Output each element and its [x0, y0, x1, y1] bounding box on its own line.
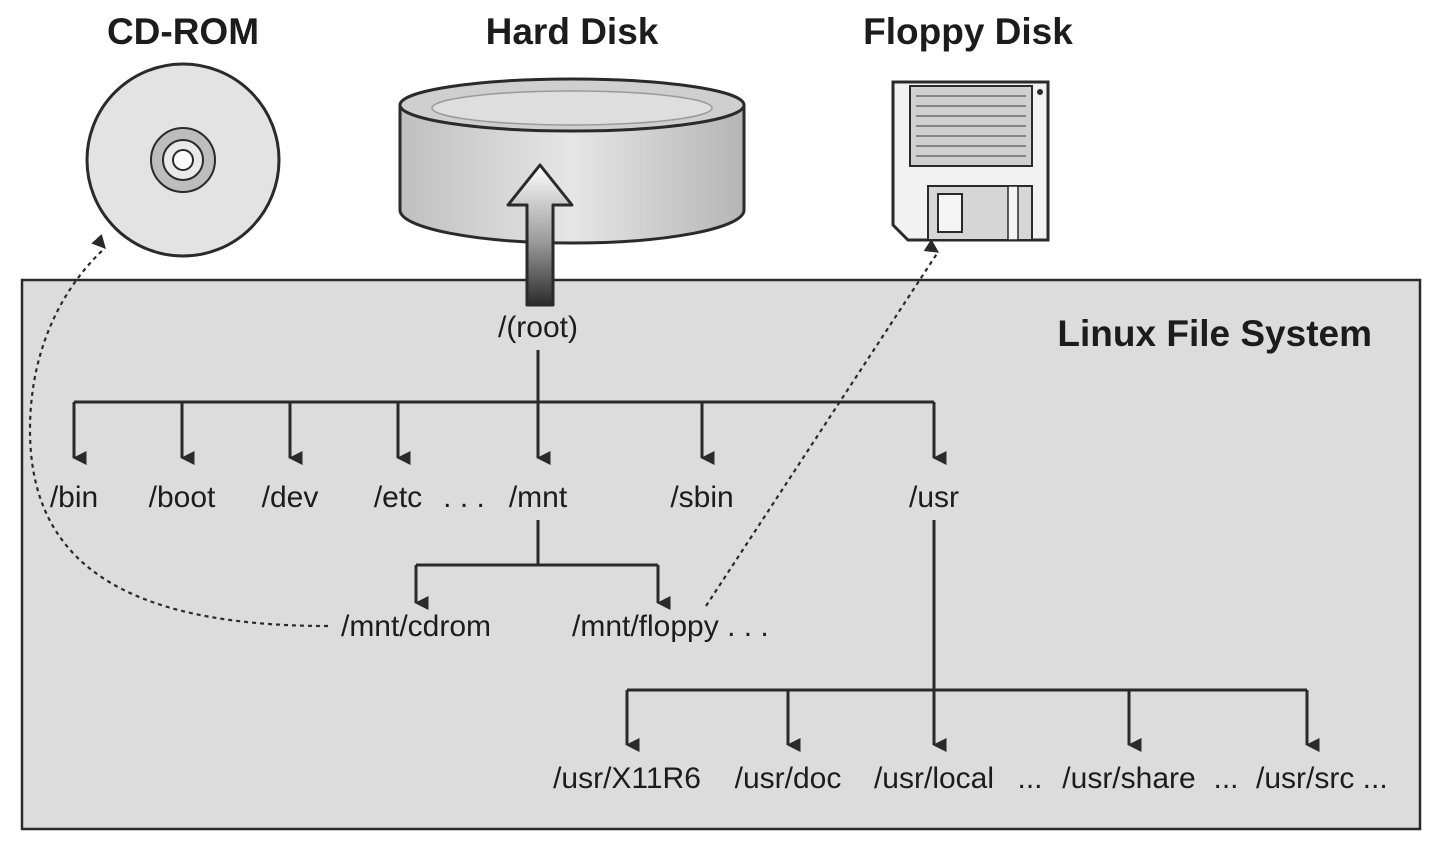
dir-usr-src: /usr/src ...: [1256, 762, 1388, 795]
floppy-disk-icon: [891, 80, 1050, 242]
cdrom-label: CD-ROM: [107, 11, 259, 52]
tree-connectors-usr: [625, 520, 1320, 752]
root-mount-arrow: [506, 163, 574, 307]
dir-sbin: /sbin: [670, 481, 733, 514]
filesystem-panel: [20, 278, 1422, 831]
dir-usr: /usr: [909, 481, 959, 514]
dir-usr-local: /usr/local: [874, 762, 994, 795]
cdrom-icon: [85, 62, 281, 258]
dir-dev: /dev: [262, 481, 319, 514]
dir-bin: /bin: [50, 481, 98, 514]
dir-etc: /etc: [374, 481, 422, 514]
hard-disk-label: Hard Disk: [486, 11, 659, 52]
floppy-mount-link: [705, 239, 940, 607]
dir-usr-share: /usr/share: [1062, 762, 1195, 795]
panel-title: Linux File System: [1057, 313, 1372, 354]
cdrom-mount-link: [28, 233, 329, 628]
dir-boot: /boot: [149, 481, 216, 514]
usr-ellipsis-1: ...: [1017, 762, 1042, 795]
floppy-disk-label: Floppy Disk: [863, 11, 1073, 52]
tree-connectors-mnt: [414, 520, 671, 610]
level1-ellipsis: . . .: [443, 481, 485, 514]
usr-ellipsis-2: ...: [1213, 762, 1238, 795]
hard-disk-icon: [398, 77, 746, 245]
dir-usr-x11r6: /usr/X11R6: [553, 762, 701, 795]
root-node: /(root): [498, 311, 578, 344]
dir-usr-doc: /usr/doc: [735, 762, 842, 795]
dir-mnt: /mnt: [509, 481, 568, 514]
dir-mnt-floppy: /mnt/floppy . . .: [572, 610, 769, 643]
tree-connectors-level1: [72, 350, 947, 465]
dir-mnt-cdrom: /mnt/cdrom: [341, 610, 491, 643]
